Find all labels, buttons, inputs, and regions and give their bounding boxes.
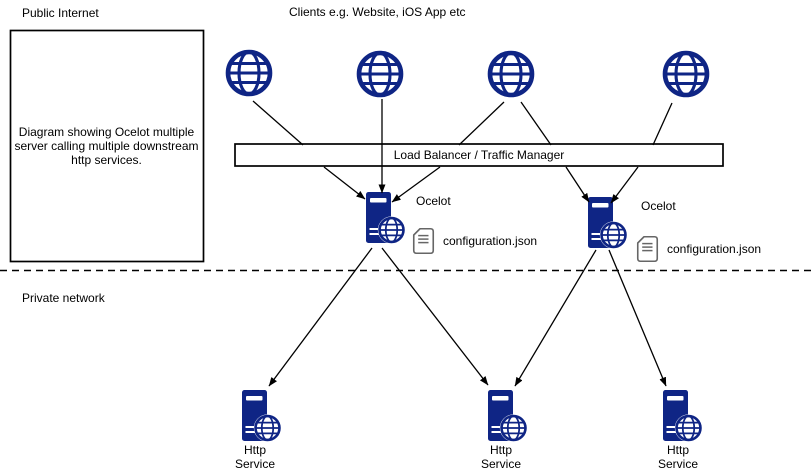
globe-icon — [356, 50, 404, 98]
load-balancer-label: Load Balancer / Traffic Manager — [393, 148, 565, 162]
server-globe-icon — [663, 390, 702, 442]
ocelot-label-1: Ocelot — [416, 194, 451, 208]
connector-arrow — [323, 166, 366, 200]
connector-line — [252, 100, 304, 146]
globe-icon — [662, 50, 710, 98]
document-icon — [636, 235, 659, 263]
server-globe-icon — [588, 197, 627, 249]
public-internet-label: Public Internet — [22, 6, 99, 20]
private-network-label: Private network — [22, 291, 105, 305]
connector-arrow — [381, 247, 489, 386]
http-service-label-line1: Http — [243, 443, 266, 457]
connector-arrow — [565, 166, 590, 203]
connector-lines — [252, 100, 673, 146]
config-file-label-2: configuration.json — [667, 242, 762, 256]
config-file-label-1: configuration.json — [443, 234, 538, 248]
http-service-label-line2: Service — [657, 456, 698, 471]
globe-icon — [225, 49, 273, 97]
connector-line — [520, 101, 552, 146]
ocelot-label-2: Ocelot — [641, 199, 676, 213]
connector-arrow — [608, 249, 667, 387]
connector-line — [458, 101, 505, 146]
http-service-label-line2: Service — [234, 456, 275, 471]
arrow-connectors — [268, 99, 667, 387]
http-service-label-line1: Http — [666, 443, 689, 457]
connector-line — [652, 102, 673, 146]
globe-icon — [487, 50, 535, 98]
document-icon — [412, 227, 435, 255]
connector-arrow — [268, 247, 373, 387]
clients-label: Clients e.g. Website, iOS App etc — [289, 5, 466, 19]
description-text: Diagram showing Ocelot multiple server c… — [14, 125, 199, 167]
connector-arrow — [391, 166, 441, 203]
http-service-label-2: Http Service — [441, 443, 561, 471]
http-service-label-line1: Http — [489, 443, 512, 457]
http-service-label-1: Http Service — [195, 443, 315, 471]
http-service-label-line2: Service — [480, 456, 521, 471]
connector-arrow — [610, 166, 639, 204]
server-globe-icon — [366, 192, 405, 244]
connector-arrow — [514, 249, 597, 387]
load-balancer-box — [234, 143, 724, 167]
description-box — [9, 29, 205, 263]
server-globe-icon — [242, 390, 281, 442]
http-service-label-3: Http Service — [618, 443, 738, 471]
server-globe-icon — [488, 390, 527, 442]
